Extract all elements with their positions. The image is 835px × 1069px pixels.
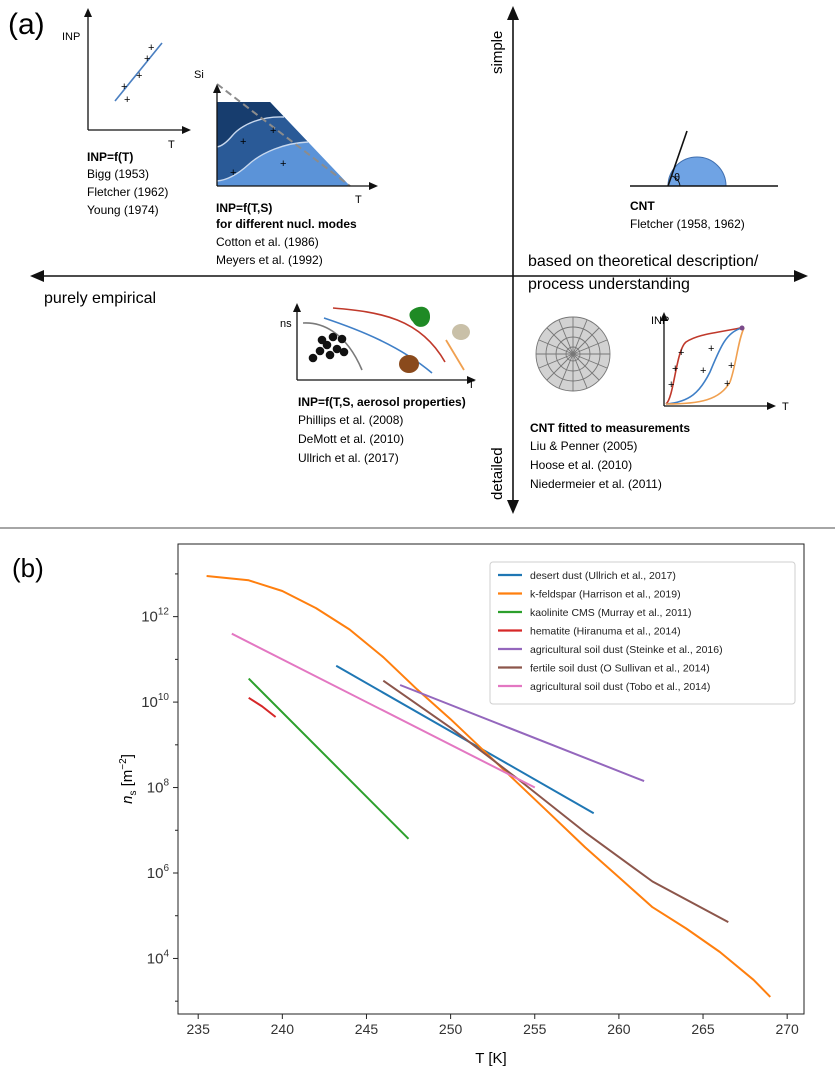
series-line	[231, 632, 536, 789]
arrow-up-icon	[507, 6, 519, 20]
svg-text:+: +	[672, 363, 678, 375]
inset2-title-1: INP=f(T,S)	[216, 201, 272, 215]
series-line	[382, 679, 729, 923]
svg-text:+: +	[121, 81, 127, 93]
chart-legend: desert dust (Ullrich et al., 2017) k-feld…	[489, 561, 796, 705]
y-tick-label: 1010	[141, 692, 169, 711]
arrow-left-icon	[30, 270, 44, 282]
inset1-ref-2: Fletcher (1962)	[87, 185, 168, 199]
x-tick-label: 250	[439, 1021, 463, 1037]
chart-ticks: 235 240 245 250 255 260 265 270 104 106 108 1010 101…	[141, 573, 799, 1037]
axis-label-empirical: purely empirical	[44, 290, 156, 307]
svg-text:+: +	[728, 360, 734, 372]
inset2-y-label: Si	[194, 69, 204, 81]
axis-label-theoretical-1: based on theoretical description/	[528, 253, 759, 270]
inset4-ref-2: DeMott et al. (2010)	[298, 432, 404, 446]
inset4-title: INP=f(T,S, aerosol properties)	[298, 395, 466, 409]
svg-text:+: +	[124, 94, 130, 106]
svg-text:+: +	[280, 158, 286, 170]
legend-entry: agricultural soil dust (Tobo et al., 201…	[530, 681, 710, 693]
x-axis-label: T [K]	[475, 1050, 506, 1067]
inset2-x-label: T	[355, 194, 362, 206]
panel-a-label: (a)	[8, 8, 45, 41]
chart-series	[206, 575, 772, 998]
x-tick-label: 245	[355, 1021, 379, 1037]
svg-text:+: +	[136, 70, 142, 82]
inset1-x-label: T	[168, 139, 175, 151]
x-tick-label: 260	[607, 1021, 631, 1037]
inset-inp-aerosol: ns T INP=f(T,S, aerosol properties) Phil…	[280, 303, 476, 465]
inset-cnt-fitted: INP T + + + + + + + CNT fitted to measur…	[530, 312, 789, 491]
inset2-ref-2: Meyers et al. (1992)	[216, 253, 323, 267]
inset4-y-label: ns	[280, 318, 292, 330]
legend-entry: hematite (Hiranuma et al., 2014)	[530, 626, 681, 638]
plot-frame	[177, 543, 805, 1015]
inset2-ref-1: Cotton et al. (1986)	[216, 235, 319, 249]
x-tick-label: 265	[691, 1021, 715, 1037]
y-tick-label: 108	[147, 778, 170, 797]
x-tick-label: 235	[187, 1021, 211, 1037]
svg-text:+: +	[144, 53, 150, 65]
svg-text:+: +	[724, 378, 730, 390]
x-tick-label: 270	[775, 1021, 799, 1037]
mosaic-disc	[535, 316, 611, 392]
x-tick-label: 255	[523, 1021, 547, 1037]
series-line	[399, 684, 645, 783]
axis-label-simple: simple	[489, 31, 506, 74]
axis-label-theoretical-2: process understanding	[528, 276, 690, 293]
axis-label-detailed: detailed	[489, 447, 506, 500]
inset5-ref-1: Liu & Penner (2005)	[530, 439, 637, 453]
y-tick-label: 106	[147, 863, 170, 882]
inset1-y-label: INP	[62, 31, 80, 43]
contact-angle-label: θ	[674, 172, 680, 184]
inset-inp-ts: + + + + Si T INP=f(T,S) for different nu…	[194, 69, 378, 267]
inset5-x-label: T	[782, 401, 789, 413]
inset5-ref-3: Niedermeier et al. (2011)	[530, 477, 662, 491]
svg-text:+: +	[270, 125, 276, 137]
inset-inp-t: INP T + + + + + INP=f(T) Bigg (1953) Fle…	[62, 8, 191, 217]
inset4-x-label: T	[468, 379, 475, 391]
inset2-title-2: for different nucl. modes	[216, 217, 357, 231]
inset3-title: CNT	[630, 199, 655, 213]
y-axis-label: ns [m−2]	[118, 754, 139, 804]
legend-entry: desert dust (Ullrich et al., 2017)	[530, 570, 676, 582]
inset5-title: CNT fitted to measurements	[530, 421, 690, 435]
inset4-ref-3: Ullrich et al. (2017)	[298, 451, 399, 465]
y-tick-label: 104	[147, 948, 170, 967]
legend-entry: k-feldspar (Harrison et al., 2019)	[530, 589, 681, 601]
inset1-ref-1: Bigg (1953)	[87, 167, 149, 181]
legend-entry: fertile soil dust (O Sullivan et al., 20…	[530, 663, 710, 675]
arrow-down-icon	[507, 500, 519, 514]
inset5-y-label: INP	[651, 315, 669, 327]
svg-text:+: +	[708, 343, 714, 355]
panel-a: (a) simple detailed purely empirical bas…	[8, 6, 808, 514]
inset1-ref-3: Young (1974)	[87, 203, 159, 217]
legend-entry: kaolinite CMS (Murray et al., 2011)	[530, 607, 691, 619]
inset5-ref-2: Hoose et al. (2010)	[530, 458, 632, 472]
svg-text:+: +	[230, 167, 236, 179]
y-tick-label: 1012	[141, 607, 169, 626]
svg-text:+: +	[240, 136, 246, 148]
legend-entry: agricultural soil dust (Steinke et al., …	[530, 644, 723, 656]
inset4-ref-1: Phillips et al. (2008)	[298, 413, 403, 427]
inset3-ref-1: Fletcher (1958, 1962)	[630, 217, 745, 231]
svg-text:+: +	[668, 379, 674, 391]
svg-text:+: +	[148, 42, 154, 54]
series-line	[247, 677, 410, 840]
inset1-title: INP=f(T)	[87, 150, 133, 164]
svg-text:+: +	[700, 365, 706, 377]
series-line	[248, 696, 277, 718]
panel-b-label: (b)	[12, 553, 44, 583]
svg-text:+: +	[678, 347, 684, 359]
panel-b: (b) 235 240 245 250 255 260 265 270 104 106 108 101…	[12, 543, 805, 1067]
inset-cnt: θ CNT Fletcher (1958, 1962)	[630, 130, 778, 231]
x-tick-label: 240	[271, 1021, 295, 1037]
arrow-right-icon	[794, 270, 808, 282]
